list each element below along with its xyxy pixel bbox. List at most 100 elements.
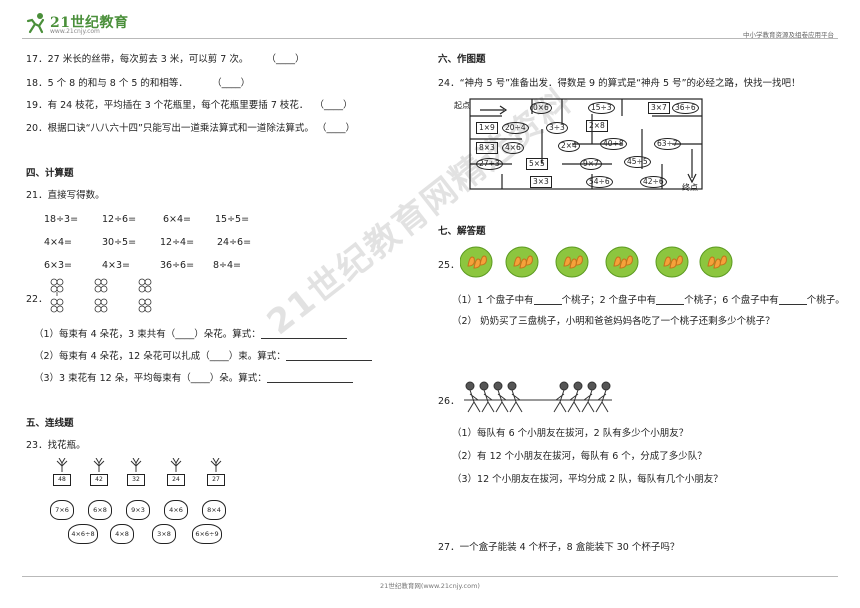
brand-url: www.21cnjy.com [50,28,100,35]
footer-text: 21世纪教育网(www.21cnjy.com) [380,582,480,590]
vase-9[interactable]: 6×6÷9 [192,524,222,544]
vase-1[interactable]: 7×6 [50,500,74,520]
maze-cell-3d3[interactable]: 3÷3 [546,122,568,134]
maze-cell-8x3[interactable]: 8×3 [476,142,498,154]
maze-cell-3x3[interactable]: 3×3 [530,176,552,188]
question-25-1: （1）1 个盘子中有个桃子；2 个盘子中有个桃子；6 个盘子中有个桃子。 [452,294,845,306]
answer-line-22-2[interactable] [285,350,372,361]
section-title-matching: 五、连线题 [26,418,74,429]
question-26-3: （3）12 个小朋友在拔河，平均分成 2 队，每队有几个小朋友？ [452,474,723,485]
question-22-3: （3）3 束花有 12 朵，平均每束有（____）朵。算式： [34,372,353,385]
maze-cell-0x6[interactable]: 0×6 [530,102,552,114]
bouquet-icon [50,278,64,296]
question-17: 17．27 米长的丝带，每次剪去 3 米，可以剪 7 次。 （____） [26,54,305,65]
question-26-1: （1）每队有 6 个小朋友在拔河，2 队有多少个小朋友？ [452,428,689,439]
calc-2-2: 30÷5= [102,237,137,248]
calc-1-3: 6×4= [163,214,192,225]
calc-3-2: 4×3= [102,260,131,271]
vase-6[interactable]: 4×6÷8 [68,524,98,544]
question-24: 24．“神舟 5 号”准备出发．得数是 9 的算式是“神舟 5 号”的必经之路，… [438,78,801,89]
maze-cell-15d3[interactable]: 15÷3 [588,102,615,114]
question-20: 20．根据口诀“八八六十四”只能写出一道乘法算式和一道除法算式。 （____） [26,123,355,134]
flower-bouquets-image [50,278,152,313]
maze-cell-4x6[interactable]: 4×6 [502,142,524,154]
question-22-2: （2）每束有 4 朵花，12 朵花可以扎成（____）束。算式： [34,350,372,363]
calc-2-1: 4×4= [44,237,73,248]
question-18: 18．5 个 8 的和与 8 个 5 的和相等． （____） [26,78,251,89]
calc-3-1: 6×3= [44,260,73,271]
flower-pot-3[interactable]: 32 [126,457,146,486]
vase-3[interactable]: 9×3 [126,500,150,520]
maze-cell-5x5[interactable]: 5×5 [526,158,548,170]
maze-cell-36d6[interactable]: 36÷6 [672,102,699,114]
question-25: 25． [438,260,460,271]
vase-5[interactable]: 8×4 [202,500,226,520]
maze-cell-27d3[interactable]: 27÷3 [476,158,503,170]
plant-icon [130,457,142,472]
footer-divider [22,576,838,577]
answer-paren-18[interactable]: （____） [212,78,251,89]
vase-8[interactable]: 3×8 [152,524,176,544]
vase-4[interactable]: 4×6 [164,500,188,520]
plant-icon [170,457,182,472]
child-icon [465,381,481,413]
maze-cell-63d7[interactable]: 63÷7 [654,138,681,150]
peach-plate-icon [459,246,493,278]
maze-cell-2x4[interactable]: 2×4 [558,140,580,152]
answer-line-25-1c[interactable] [778,294,807,305]
maze-cell-9x7[interactable]: 9×7 [580,158,602,170]
question-26: 26． [438,396,460,407]
maze-cell-2x8[interactable]: 2×8 [586,120,608,132]
answer-line-22-1[interactable] [260,328,347,339]
header-divider [22,38,838,39]
calc-3-4: 8÷4= [213,260,242,271]
maze-cell-40d8[interactable]: 40÷8 [600,138,627,150]
section-title-calc: 四、计算题 [26,168,74,179]
maze-cell-1x9[interactable]: 1×9 [476,122,498,134]
calc-2-3: 12÷4= [160,237,195,248]
question-19: 19．有 24 枝花，平均插在 3 个花瓶里，每个花瓶里要插 7 枝花． （__… [26,100,353,111]
maze: 起点 0×6 15÷3 3×7 36÷6 1×9 20÷4 3÷3 2×8 8×… [442,94,712,192]
calc-2-4: 24÷6= [217,237,252,248]
answer-paren-17[interactable]: （____） [266,54,305,65]
site-logo: 21世纪教育 www.21cnjy.com [26,12,146,36]
answer-line-22-3[interactable] [266,372,353,383]
answer-paren-19[interactable]: （____） [314,100,353,111]
question-27: 27．一个盒子能装 4 个杯子，8 盒能装下 30 个杯子吗？ [438,542,680,553]
flower-pot-5[interactable]: 27 [206,457,226,486]
maze-cell-42d6[interactable]: 42÷6 [640,176,667,188]
plant-icon [93,457,105,472]
answer-line-25-1a[interactable] [533,294,562,305]
question-26-2: （2）有 12 个小朋友在拔河，每队有 6 个，分成了多少队？ [452,451,707,462]
section-title-answer: 七、解答题 [438,226,486,237]
question-23: 23．找花瓶。 [26,440,86,451]
flower-pot-2[interactable]: 42 [89,457,109,486]
vase-2[interactable]: 6×8 [88,500,112,520]
brand-name: 21世纪教育 [50,15,129,31]
answer-line-25-1b[interactable] [656,294,685,305]
maze-cell-54d6[interactable]: 54÷6 [586,176,613,188]
header-platform-text: 中小学教育资源及组卷应用平台 [743,31,834,39]
peach-plates-image [459,244,740,280]
section-title-drawing: 六、作图题 [438,54,486,65]
plant-icon [56,457,68,472]
runner-logo-icon [26,13,45,34]
flower-pot-1[interactable]: 48 [52,457,72,486]
maze-start-label: 起点 [454,101,470,110]
maze-cell-45d5[interactable]: 45÷5 [624,156,651,168]
question-25-2: （2） 奶奶买了三盘桃子，小明和爸爸妈妈各吃了一个桃子还剩多少个桃子？ [452,316,775,327]
question-22-1: （1）每束有 4 朵花，3 束共有（____）朵花。算式： [34,328,347,341]
vase-7[interactable]: 4×8 [110,524,134,544]
tug-of-war-image [464,381,612,413]
calc-1-4: 15÷5= [215,214,250,225]
calc-1-2: 12÷6= [102,214,137,225]
maze-end-label: 终点 [682,183,698,192]
calc-1-1: 18÷3= [44,214,79,225]
question-22: 22． [26,294,48,305]
answer-paren-20[interactable]: （____） [316,123,355,134]
maze-cell-20d4[interactable]: 20÷4 [502,122,529,134]
maze-cell-3x7[interactable]: 3×7 [648,102,670,114]
flower-pot-4[interactable]: 24 [166,457,186,486]
plant-icon [210,457,222,472]
question-21: 21．直接写得数。 [26,190,105,201]
